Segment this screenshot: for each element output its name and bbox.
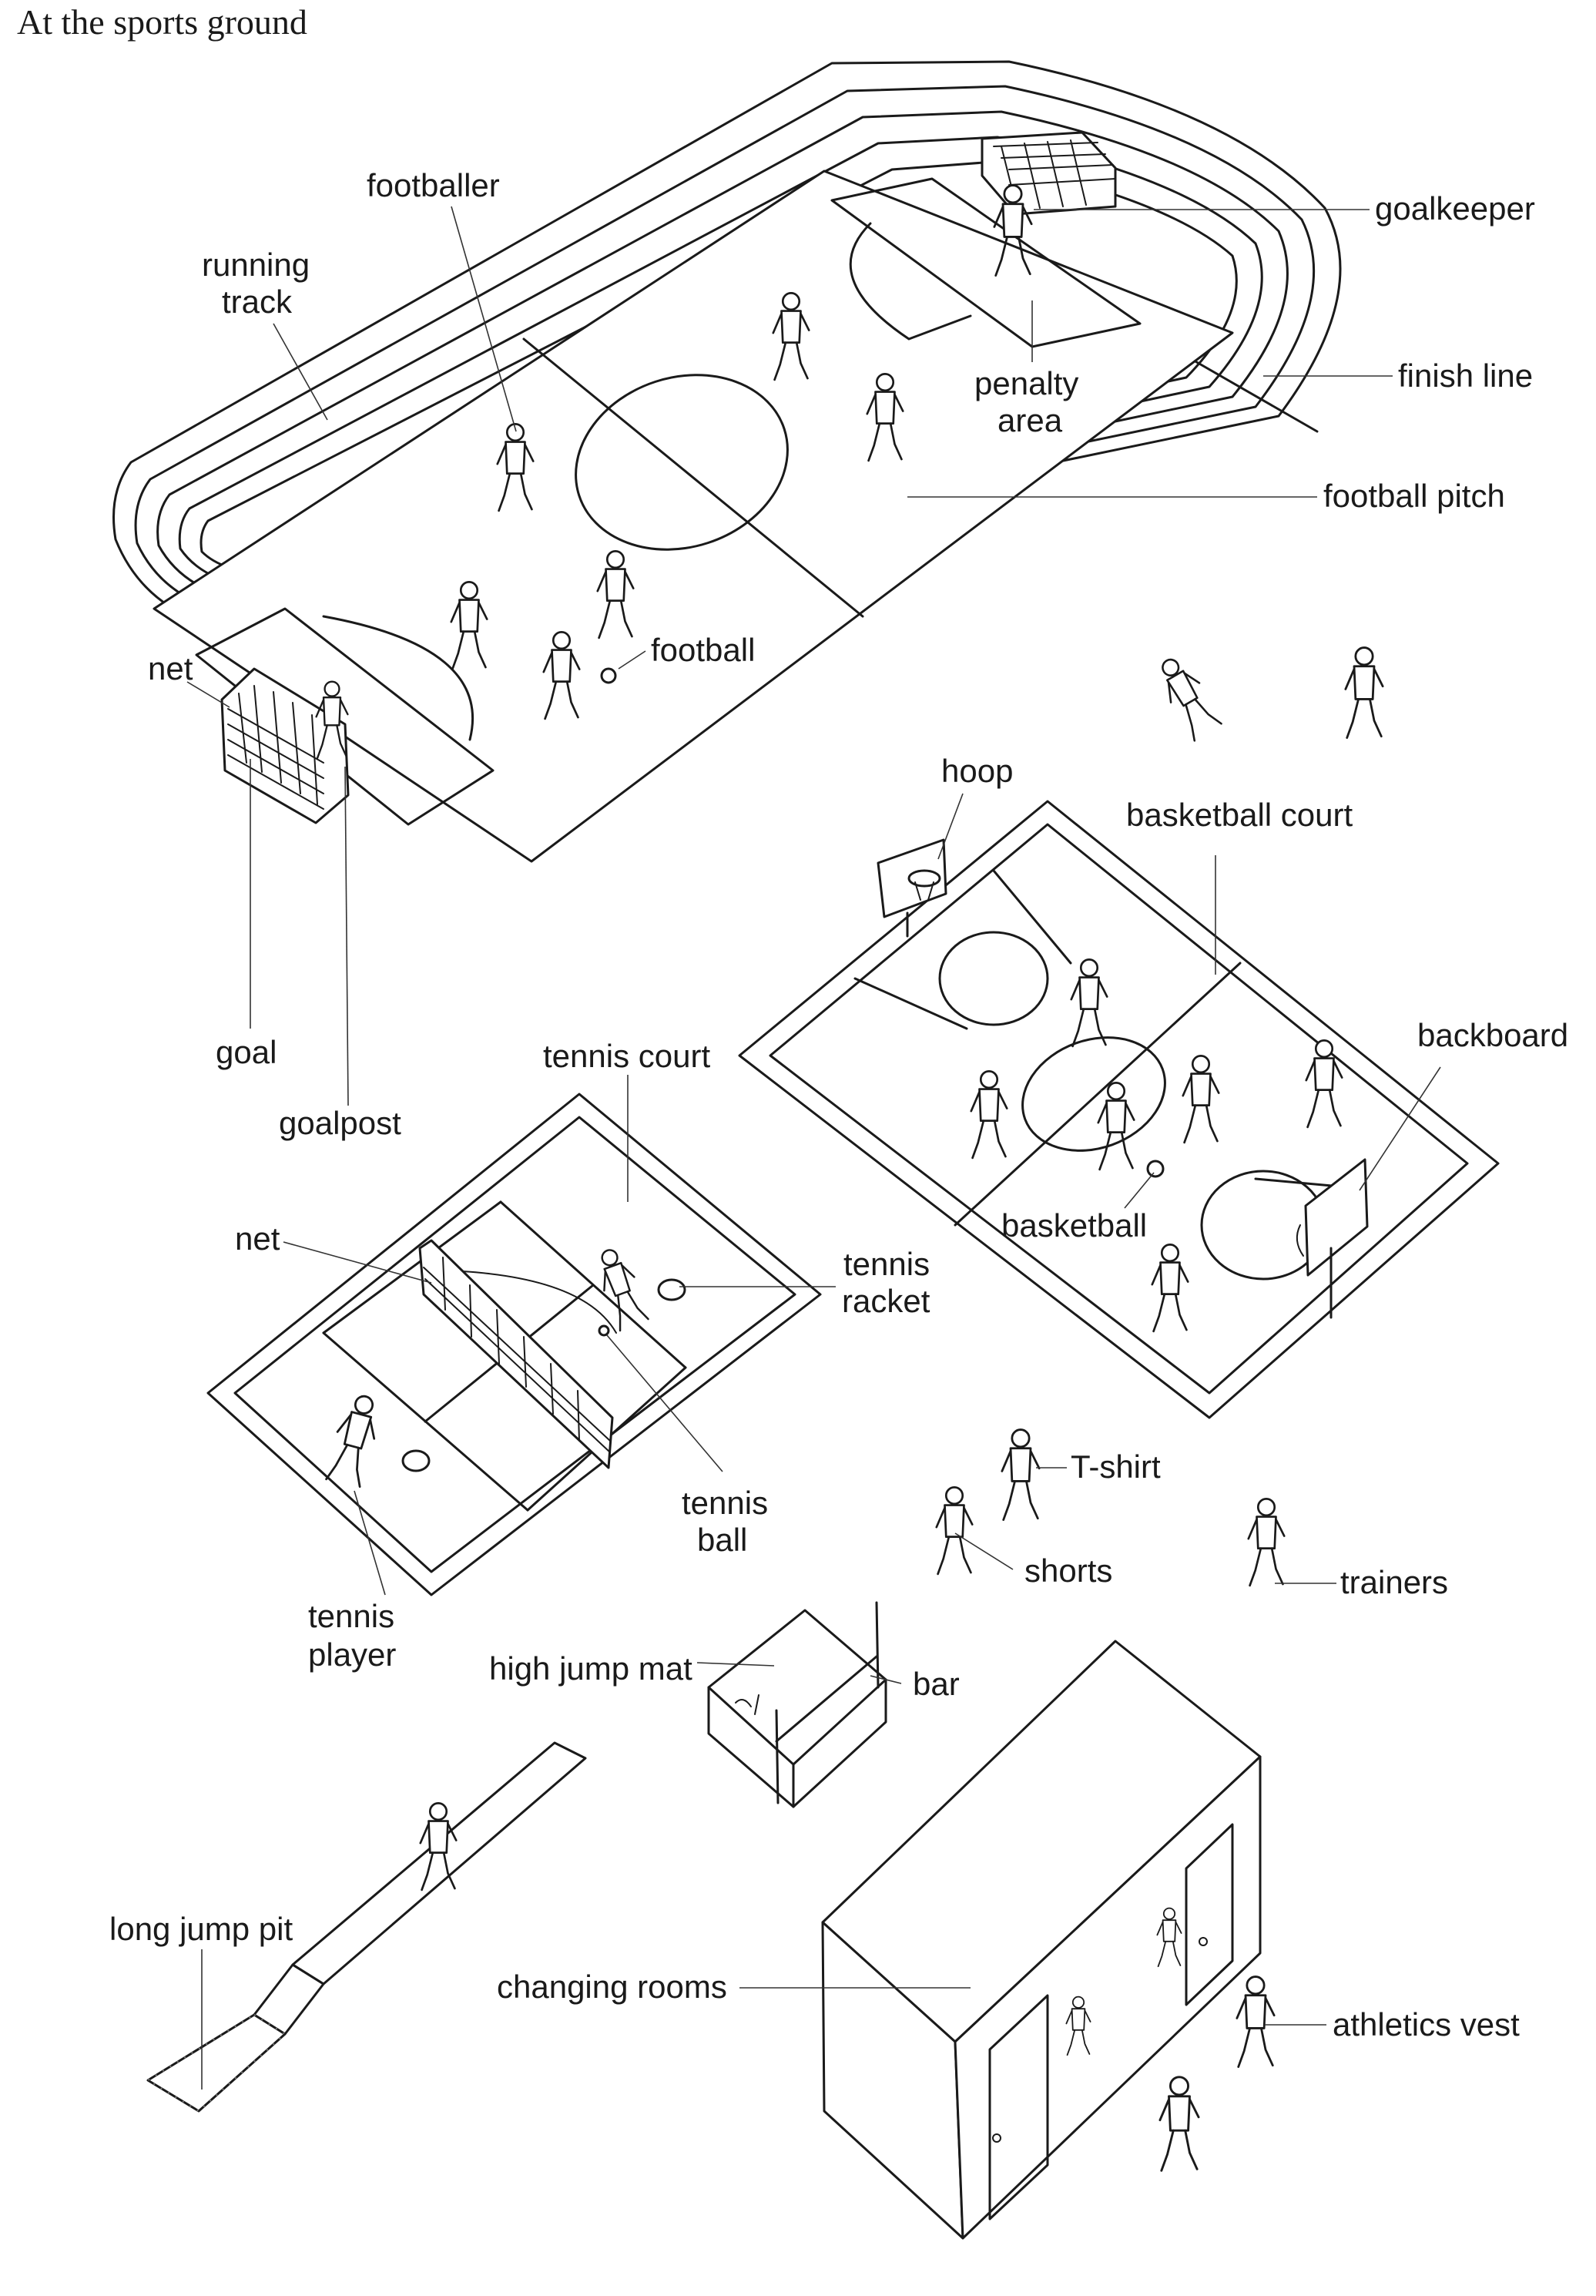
- high-jump-mat: [707, 1609, 887, 1808]
- label-tennis-racket-line2: racket: [842, 1283, 930, 1319]
- t-shirt-figure: [1001, 1428, 1041, 1522]
- tennis-net: [418, 1239, 614, 1469]
- backboard: [1296, 1158, 1369, 1319]
- label-goalkeeper: goalkeeper: [1375, 190, 1535, 227]
- label-tennis-court: tennis court: [543, 1038, 710, 1074]
- goal-top: [981, 131, 1117, 216]
- label-athletics-vest: athletics vest: [1333, 2006, 1520, 2043]
- label-football: football: [651, 632, 755, 668]
- athletics-vest-figure: [1236, 1975, 1276, 2069]
- runner-figure-2: [1344, 646, 1384, 740]
- labels: footballer running track goalkeeper fini…: [109, 167, 1568, 2043]
- label-basketball-court: basketball court: [1126, 797, 1353, 833]
- trainers-figure: [1247, 1497, 1286, 1587]
- label-backboard: backboard: [1417, 1017, 1568, 1053]
- changing-rooms: [821, 1640, 1262, 2240]
- running-track: [112, 60, 1342, 633]
- athlete-figure: [1158, 2076, 1200, 2172]
- long-jump-pit: [146, 2013, 287, 2113]
- label-goalpost: goalpost: [279, 1105, 401, 1141]
- label-hoop: hoop: [941, 753, 1013, 789]
- label-footballer: footballer: [367, 167, 500, 203]
- label-tennis-ball-line1: tennis: [682, 1485, 768, 1521]
- label-tennis-racket-line1: tennis: [843, 1246, 930, 1282]
- label-shorts: shorts: [1024, 1552, 1112, 1589]
- label-penalty-area-line1: penalty: [974, 365, 1078, 401]
- finish-line: [1192, 359, 1319, 433]
- label-football-pitch: football pitch: [1323, 478, 1505, 514]
- backboard-top: [877, 838, 947, 938]
- page-title: At the sports ground: [17, 2, 307, 42]
- label-running-track-line1: running: [202, 247, 310, 283]
- label-tennis-player-line2: player: [308, 1636, 396, 1673]
- label-changing-rooms: changing rooms: [497, 1969, 727, 2005]
- label-trainers: trainers: [1340, 1564, 1448, 1600]
- label-tennis-ball-line2: ball: [697, 1522, 747, 1558]
- tennis-racket-figure: [657, 1278, 686, 1301]
- penalty-area-top: [830, 177, 1142, 348]
- label-net-goal: net: [148, 650, 193, 686]
- long-jumper-figure: [419, 1801, 458, 1892]
- tennis-ball-figure: [598, 1324, 610, 1337]
- basketball-figure: [1146, 1160, 1165, 1178]
- label-tennis-player-line1: tennis: [308, 1598, 394, 1634]
- label-finish-line: finish line: [1398, 357, 1533, 394]
- shorts-figure: [935, 1485, 974, 1576]
- label-goal: goal: [216, 1034, 277, 1070]
- label-net-tennis: net: [235, 1220, 280, 1257]
- goal-bottom: [220, 667, 350, 824]
- leader-lines: [186, 206, 1441, 2090]
- tennis-racket-figure-2: [401, 1449, 431, 1472]
- label-running-track-line2: track: [222, 284, 293, 320]
- high-jump-bar: [775, 1601, 880, 1804]
- label-t-shirt: T-shirt: [1071, 1448, 1161, 1485]
- label-high-jump-mat: high jump mat: [489, 1650, 692, 1687]
- label-long-jump-pit: long jump pit: [109, 1911, 293, 1947]
- label-basketball: basketball: [1001, 1207, 1147, 1244]
- football-pitch: [153, 170, 1234, 863]
- label-penalty-area-line2: area: [998, 402, 1063, 438]
- football-figure: [600, 667, 617, 684]
- runner-figure-1: [1150, 650, 1225, 743]
- label-bar: bar: [913, 1666, 960, 1702]
